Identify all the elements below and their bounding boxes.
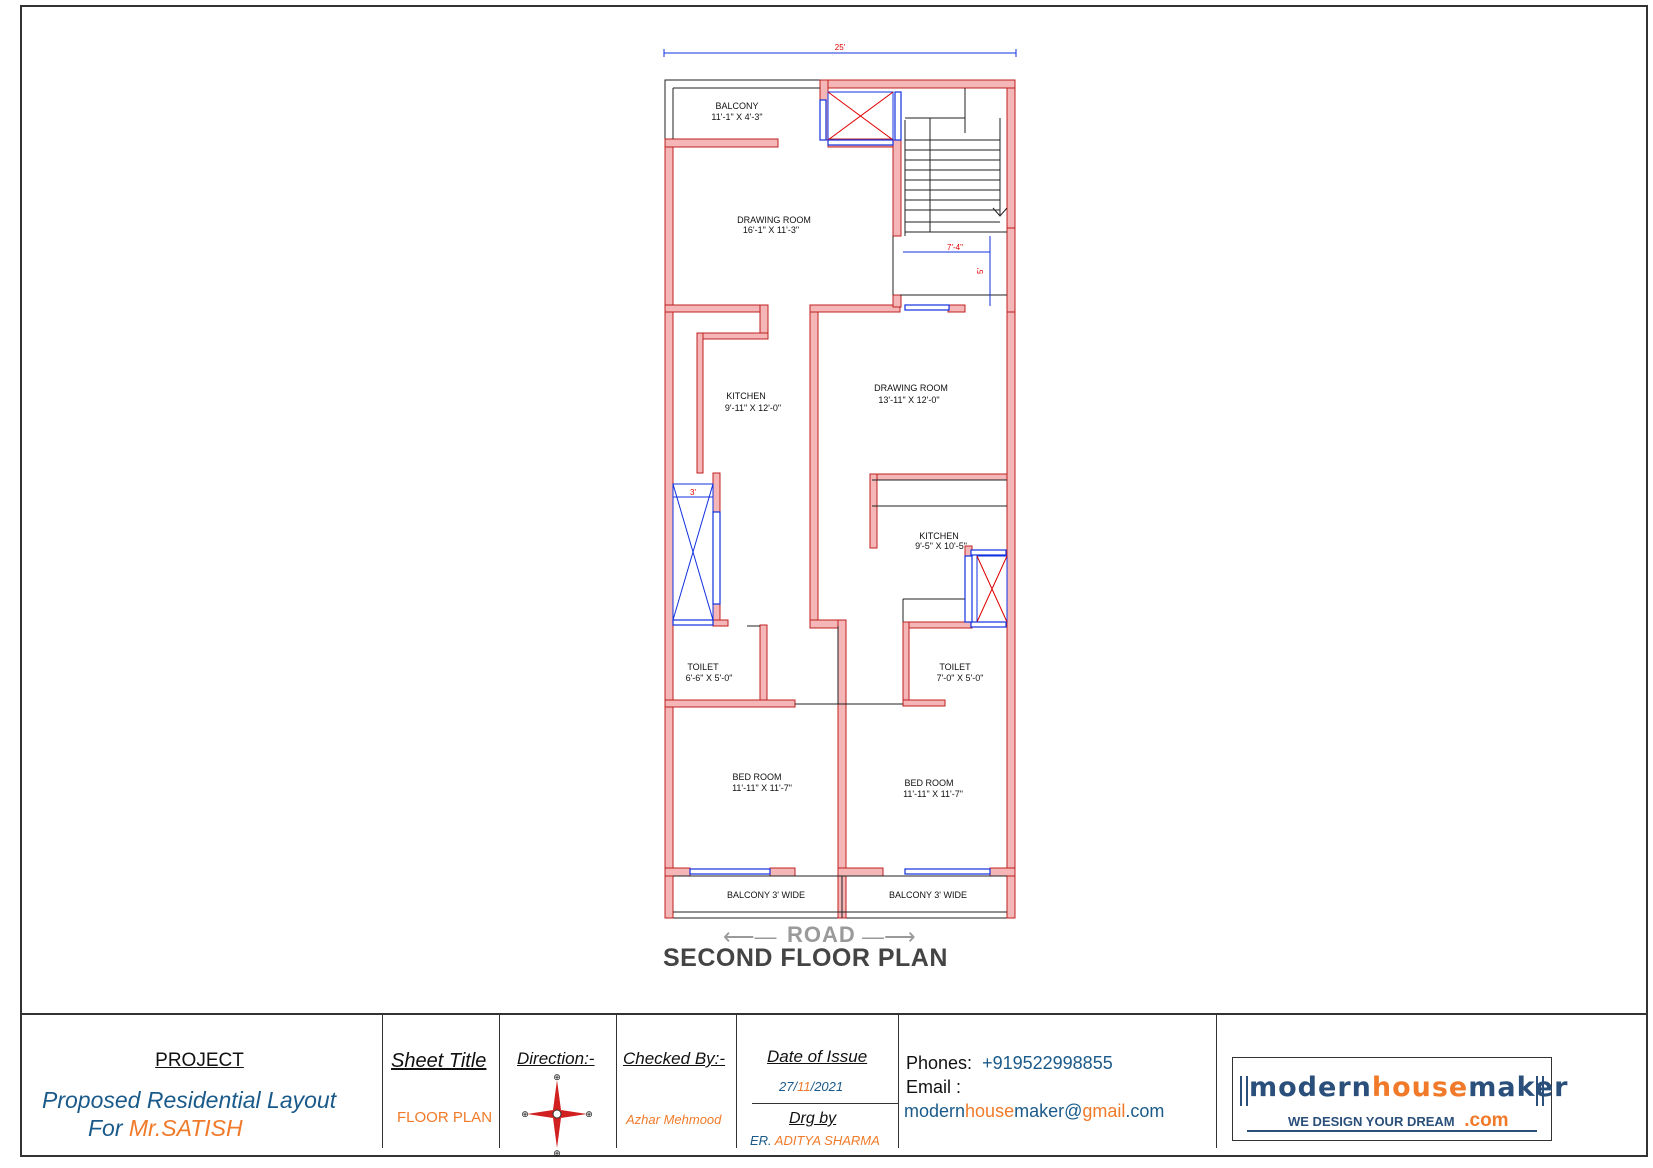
- logo-left-bar-icon: [1240, 1076, 1248, 1106]
- bed-room-1-name: BED ROOM: [732, 772, 781, 782]
- shaft-left: 3': [672, 483, 714, 621]
- logo-wordmark: modernhousemaker: [1249, 1072, 1568, 1103]
- svg-text:⊕: ⊕: [522, 1110, 529, 1120]
- drg-by-name: ADITYA SHARMA: [771, 1133, 880, 1148]
- title-block: PROJECT Proposed Residential Layout For …: [22, 1013, 1646, 1156]
- email-label: Email :: [906, 1077, 962, 1097]
- bed-room-2-size: 11'-11" X 11'-7": [903, 789, 963, 799]
- interior-lines: [672, 87, 1007, 918]
- logo-house: house: [1371, 1072, 1469, 1103]
- stair-depth-label: 5': [976, 268, 985, 274]
- project-line2: For Mr.SATISH: [88, 1115, 243, 1142]
- balcony-bottom-2-name: BALCONY 3' WIDE: [889, 890, 967, 900]
- email-part5: .com: [1125, 1101, 1165, 1121]
- checked-by-value: Azhar Mehmood: [626, 1112, 722, 1127]
- logo-box: modernhousemaker WE DESIGN YOUR DREAM .c…: [1232, 1057, 1567, 1141]
- date-cell: Date of Issue 27/11/2021 Drg by ER. ADIT…: [737, 1015, 899, 1148]
- drg-by-value: ER. ADITYA SHARMA: [750, 1133, 880, 1148]
- sheet-title-cell: Sheet Title FLOOR PLAN: [383, 1015, 500, 1148]
- svg-text:⊕: ⊕: [585, 1110, 592, 1120]
- email-part2: house: [965, 1101, 1015, 1121]
- logo-tagline-text: WE DESIGN YOUR DREAM: [1288, 1114, 1455, 1129]
- sheet-title-label: Sheet Title: [391, 1050, 487, 1072]
- drawing-room-2-name: DRAWING ROOM: [874, 383, 948, 393]
- email-part1: modern: [904, 1101, 966, 1121]
- drg-by-prefix: ER.: [750, 1133, 772, 1148]
- client-name: Mr.SATISH: [128, 1115, 243, 1141]
- phones-label: Phones:: [906, 1053, 973, 1073]
- date-month: 11: [797, 1079, 811, 1094]
- drawing-room-2-size: 13'-11" X 12'-0": [878, 395, 939, 405]
- toilet-2-size: 7'-0" X 5'-0": [937, 673, 984, 683]
- logo-cell: modernhousemaker WE DESIGN YOUR DREAM .c…: [1217, 1015, 1646, 1148]
- date-year: /2021: [810, 1079, 844, 1094]
- plan-title: SECOND FLOOR PLAN: [663, 944, 948, 972]
- kitchen-2-size: 9'-5" X 10'-5": [915, 541, 967, 551]
- email-part4: gmail: [1082, 1101, 1126, 1121]
- drg-by-label: Drg by: [789, 1110, 837, 1127]
- balcony-bottom-1-name: BALCONY 3' WIDE: [727, 890, 805, 900]
- logo-right-bar-icon: [1536, 1076, 1544, 1106]
- road-label: ROAD: [787, 922, 856, 947]
- email-part3: maker@: [1014, 1101, 1083, 1121]
- sheet-title-value: FLOOR PLAN: [397, 1109, 493, 1126]
- road-arrow-left-icon: ⟵—: [723, 924, 777, 949]
- checked-by-label: Checked By:-: [623, 1049, 726, 1068]
- date-day: 27/: [779, 1079, 798, 1094]
- road-arrow-right-icon: —⟶: [862, 924, 916, 949]
- logo-modern: modern: [1249, 1072, 1372, 1103]
- contact-cell: Phones: +919522998855 Email : modernhous…: [899, 1015, 1217, 1148]
- project-line1: Proposed Residential Layout: [42, 1087, 337, 1113]
- direction-label: Direction:-: [517, 1049, 595, 1068]
- kitchen-1-size: 9'-11" X 12'-0": [725, 403, 781, 413]
- drawing-room-1-name: DRAWING ROOM: [737, 215, 811, 225]
- phones-line: Phones: +919522998855: [906, 1053, 1113, 1074]
- staircase: [905, 118, 1008, 233]
- balcony-top-size: 11'-1" X 4'-3": [711, 112, 762, 122]
- toilet-2-name: TOILET: [939, 662, 971, 672]
- direction-cell: Direction:- ⊕ ⊕ ⊕ ⊕: [500, 1015, 617, 1156]
- balcony-top-name: BALCONY: [715, 101, 758, 111]
- kitchen-1-name: KITCHEN: [726, 391, 766, 401]
- kitchen-2-name: KITCHEN: [919, 531, 959, 541]
- shaft-right: [976, 555, 1008, 623]
- svg-text:⊕: ⊕: [553, 1073, 561, 1083]
- sheet-border: [20, 5, 1648, 1157]
- logo-tagline: WE DESIGN YOUR DREAM .com: [1288, 1110, 1509, 1132]
- bed-room-2-name: BED ROOM: [904, 778, 953, 788]
- overall-dimension: 25': [663, 43, 1017, 57]
- logo-com: .com: [1464, 1110, 1509, 1131]
- date-label: Date of Issue: [767, 1047, 868, 1066]
- compass-rose-icon: ⊕ ⊕ ⊕ ⊕: [522, 1073, 592, 1156]
- logo-maker: maker: [1468, 1072, 1569, 1103]
- room-labels: BALCONY 11'-1" X 4'-3" DRAWING ROOM 16'-…: [686, 101, 984, 900]
- phones-value: +919522998855: [982, 1053, 1113, 1073]
- date-value: 27/11/2021: [779, 1079, 843, 1094]
- stair-dimensions: 7'-4" 5': [903, 236, 991, 306]
- shaft-width-label: 3': [690, 488, 696, 497]
- logo-underline: [1247, 1130, 1537, 1132]
- svg-text:⊕: ⊕: [553, 1149, 561, 1156]
- drawing-room-1-size: 16'-1" X 11'-3": [743, 225, 799, 235]
- project-cell: PROJECT Proposed Residential Layout For …: [22, 1015, 383, 1148]
- bed-room-1-size: 11'-11" X 11'-7": [732, 783, 792, 793]
- checked-by-cell: Checked By:- Azhar Mehmood: [617, 1015, 737, 1148]
- toilet-1-name: TOILET: [687, 662, 719, 672]
- project-for: For: [88, 1115, 129, 1141]
- stair-width-label: 7'-4": [947, 243, 963, 252]
- windows: [672, 91, 1007, 875]
- overall-width-label: 25': [835, 43, 846, 52]
- toilet-1-size: 6'-6" X 5'-0": [686, 673, 733, 683]
- email-value[interactable]: modernhousemaker@gmail.com: [904, 1101, 1164, 1122]
- project-label: PROJECT: [155, 1050, 244, 1071]
- shaft-top: [827, 91, 894, 141]
- date-divider: [752, 1103, 898, 1104]
